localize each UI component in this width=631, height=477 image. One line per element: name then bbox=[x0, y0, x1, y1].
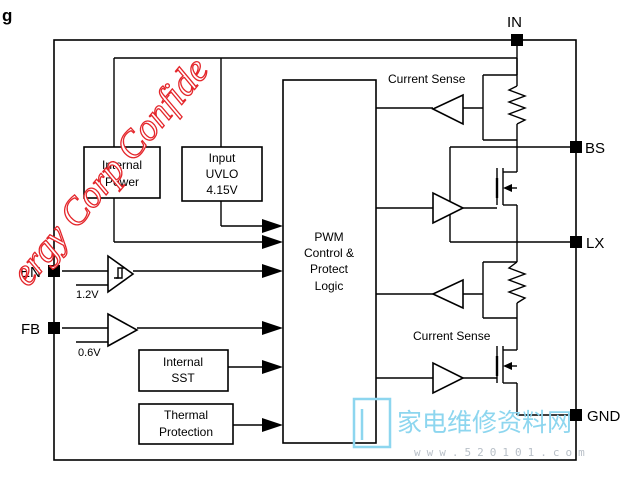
pin-fb-marker bbox=[48, 322, 60, 334]
thermal-label-2: Protection bbox=[159, 425, 213, 439]
pin-en-label: EN bbox=[20, 264, 41, 281]
internal-power-label-1: Internal bbox=[102, 158, 142, 172]
pin-lx-label: LX bbox=[586, 235, 604, 252]
title-fragment: g bbox=[2, 6, 12, 25]
high-side-driver bbox=[432, 191, 465, 225]
pin-in-marker bbox=[511, 34, 523, 46]
watermark-url-text: www.520101.com bbox=[414, 446, 591, 459]
pin-lx-marker bbox=[570, 236, 582, 248]
pwm-label-2: Control & bbox=[304, 246, 354, 260]
pwm-label-4: Logic bbox=[315, 279, 344, 293]
pin-in-label: IN bbox=[507, 14, 522, 31]
internal-sst-label-1: Internal bbox=[163, 355, 203, 369]
site-watermark: 家电维修资料网 www.520101.com bbox=[352, 397, 591, 459]
current-sense-bottom-label: Current Sense bbox=[413, 329, 491, 343]
bottom-current-sense-amp bbox=[431, 278, 464, 310]
pwm-label-1: PWM bbox=[314, 230, 343, 244]
fb-error-amp bbox=[107, 312, 139, 348]
thermal-protection-block bbox=[138, 403, 234, 445]
internal-power-block bbox=[83, 146, 161, 199]
pin-gnd-marker bbox=[570, 409, 582, 421]
pwm-input-arrows bbox=[262, 219, 283, 432]
pwm-control-block bbox=[282, 79, 377, 444]
input-uvlo-label-2: UVLO bbox=[206, 167, 239, 181]
pin-gnd-label: GND bbox=[587, 408, 621, 425]
internal-sst-block bbox=[138, 349, 229, 392]
watermark-cn-text: 家电维修资料网 bbox=[397, 408, 572, 437]
internal-power-label-2: Power bbox=[105, 175, 139, 189]
thermal-label-1: Thermal bbox=[164, 408, 208, 422]
low-side-driver bbox=[432, 361, 465, 395]
watermark-logo-icon bbox=[352, 397, 392, 449]
pwm-label-3: Protect bbox=[310, 262, 349, 276]
wiring bbox=[62, 40, 576, 426]
en-comparator bbox=[107, 254, 135, 294]
pin-bs-label: BS bbox=[585, 140, 605, 157]
fb-reference-label: 0.6V bbox=[78, 347, 101, 359]
top-current-sense-amp bbox=[431, 93, 464, 126]
input-uvlo-label-1: Input bbox=[209, 151, 236, 165]
pin-en-marker bbox=[48, 265, 60, 277]
pin-fb-label: FB bbox=[21, 321, 40, 338]
pin-bs-marker bbox=[570, 141, 582, 153]
chip-boundary bbox=[53, 39, 577, 461]
input-uvlo-label-3: 4.15V bbox=[206, 183, 237, 197]
internal-sst-label-2: SST bbox=[171, 371, 195, 385]
input-uvlo-block bbox=[181, 146, 263, 202]
en-threshold-label: 1.2V bbox=[76, 289, 99, 301]
current-sense-top-label: Current Sense bbox=[388, 72, 466, 86]
